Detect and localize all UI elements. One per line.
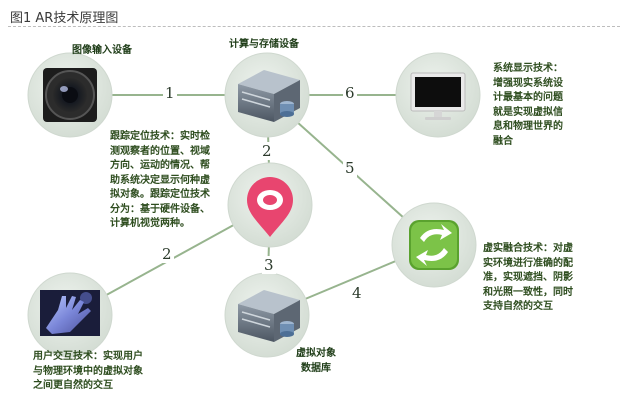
database-label-line-2: 数据库	[301, 363, 331, 374]
tracking-desc-line: 计算机视觉两种。	[110, 218, 190, 229]
edge-label-4: 4	[350, 284, 364, 302]
display-desc-line: 融合	[493, 135, 513, 147]
camera-label: 图像输入设备	[72, 45, 132, 56]
database-label: 虚拟对象 数据库	[296, 346, 336, 376]
edge-label-1: 1	[163, 84, 177, 102]
figure-title: 图1 AR技术原理图	[10, 11, 119, 26]
tracking-desc-line: 跟踪定位技术：实时检	[110, 131, 210, 142]
monitor-icon	[410, 72, 466, 120]
fusion-desc-line: 和光照一致性，同时	[483, 286, 573, 298]
compute-label: 计算与存储设备	[229, 39, 299, 50]
fusion-desc-line: 支持自然的交互	[483, 301, 553, 312]
display-desc-line: 增强现实系统设	[493, 77, 563, 89]
interaction-desc-line: 与物理环境中的虚拟对象	[33, 365, 143, 377]
fusion-desc-line: 实环境进行准确的配	[483, 257, 573, 269]
server-database-icon	[238, 290, 300, 342]
tracking-desc-line: 拟对象。跟踪定位技术	[110, 189, 210, 200]
display-desc-line: 系统显示技术：	[493, 63, 563, 74]
interaction-description: 用户交互技术：实现用户 与物理环境中的虚拟对象 之间更自然的交互	[33, 350, 143, 394]
database-label-line-1: 虚拟对象	[296, 348, 336, 359]
edge-label-3: 3	[262, 256, 276, 274]
location-pin-icon	[247, 177, 293, 237]
interaction-desc-line: 之间更自然的交互	[33, 380, 113, 391]
camera-lens-icon	[43, 68, 97, 122]
fusion-desc-line: 准，实现遮挡、阴影	[483, 272, 573, 283]
edge-label-5: 5	[343, 159, 357, 177]
edge-label-6: 6	[343, 84, 357, 102]
fusion-desc-line: 虚实融合技术：对虚	[483, 243, 573, 254]
tracking-desc-line: 分为：基于硬件设备、	[110, 203, 210, 215]
fusion-description: 虚实融合技术：对虚 实环境进行准确的配 准，实现遮挡、阴影 和光照一致性，同时 …	[483, 242, 573, 315]
server-icon	[238, 70, 300, 122]
edge-label-2b: 2	[160, 245, 174, 263]
tracking-description: 跟踪定位技术：实时检 测观察者的位置、视域 方向、运动的情况、帮 助系统决定显示…	[110, 130, 210, 232]
tracking-desc-line: 助系统决定显示何种虚	[110, 174, 210, 186]
recycle-arrows-icon	[409, 220, 459, 270]
display-desc-line: 就是实现虚拟信	[493, 106, 563, 118]
display-desc-line: 计最基本的问题	[493, 92, 563, 103]
title-divider	[8, 26, 620, 27]
hand-icon	[40, 290, 100, 336]
tracking-desc-line: 测观察者的位置、视域	[110, 145, 210, 157]
display-desc-line: 息和物理世界的	[493, 121, 563, 132]
tracking-desc-line: 方向、运动的情况、帮	[110, 160, 210, 171]
edge-label-2a: 2	[260, 142, 274, 160]
display-description: 系统显示技术： 增强现实系统设 计最基本的问题 就是实现虚拟信 息和物理世界的 …	[493, 62, 563, 149]
interaction-desc-line: 用户交互技术：实现用户	[33, 351, 143, 362]
